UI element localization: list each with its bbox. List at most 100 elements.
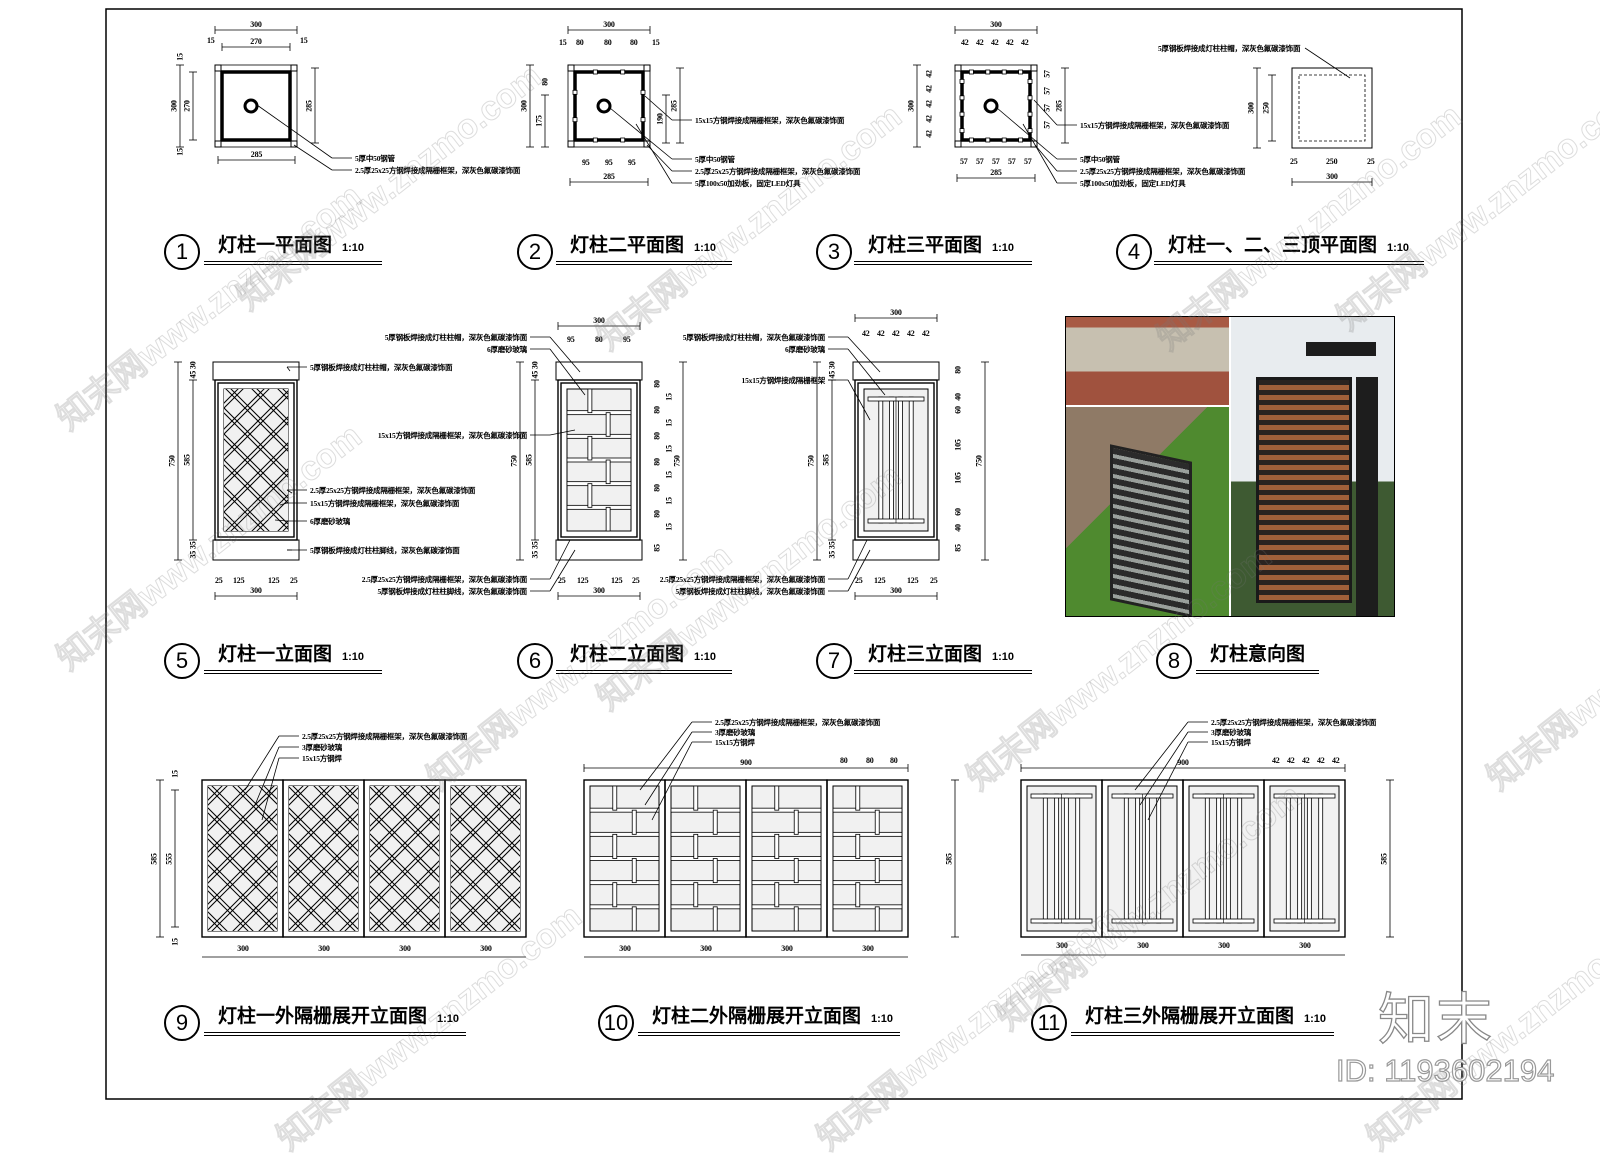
lattice-bar [908, 396, 914, 524]
dimension-text: 57 [992, 157, 1000, 166]
view-number-10: 10 [598, 1005, 634, 1041]
diagonal-lattice [289, 786, 358, 931]
dimension-text: 80 [652, 406, 662, 414]
lattice-bar [407, 383, 561, 537]
leader-line [996, 107, 1058, 160]
lattice-bar [566, 504, 632, 510]
corner-post [954, 64, 962, 72]
annotation-cap: 5厚钢板焊接成灯柱柱帽，深灰色氟碳漆饰面 [384, 333, 527, 342]
dimension-text: 300 [1056, 941, 1068, 950]
dimension-text: 285 [304, 99, 314, 112]
annotation-base: 5厚钢板焊接成灯柱柱脚线，深灰色氟碳漆饰面 [310, 546, 460, 555]
lattice-bar [208, 807, 277, 878]
lattice-bar [670, 880, 741, 886]
dimension-text: 125 [611, 576, 623, 585]
dimension-text: 585 [149, 852, 159, 865]
lattice-bar [587, 483, 593, 508]
corner-post [214, 64, 222, 72]
lattice-bar [889, 396, 894, 524]
dimension-text: 125 [233, 576, 245, 585]
leader-line [549, 539, 571, 580]
lattice-bar [370, 807, 439, 878]
dimension-text: 300 [1326, 172, 1338, 181]
view-title-text: 灯柱二外隔栅展开立面图 [652, 1005, 862, 1027]
lattice-bar [774, 882, 780, 908]
lattice-bar [224, 485, 270, 531]
lattice-bar [292, 786, 358, 852]
dimension-text: 42 [961, 38, 969, 47]
dimension-text: 300 [169, 100, 179, 112]
dimension-text: 585 [182, 454, 192, 466]
lattice-bar [292, 865, 358, 931]
bar-section [969, 69, 974, 75]
lattice-bar [454, 865, 520, 931]
corner-post [643, 140, 651, 148]
dimension-text: 750 [509, 455, 519, 467]
dimension-text: 300 [1299, 941, 1311, 950]
view-scale: 1:10 [694, 242, 717, 254]
lattice-bar [751, 807, 822, 813]
lattice-bar [451, 807, 520, 878]
dimension-text: 85 [953, 544, 963, 552]
lattice-bar [751, 880, 822, 886]
bar-section [969, 137, 974, 143]
lattice-bar [225, 468, 288, 531]
corner-post [643, 64, 651, 72]
view-title-text: 灯柱一外隔栅展开立面图 [218, 1005, 428, 1027]
lattice-bar [774, 833, 780, 859]
view-title-text: 灯柱一立面图 [218, 643, 333, 665]
bar-section [959, 79, 965, 84]
dimension-text: 300 [519, 100, 529, 112]
leader-line [847, 336, 881, 373]
lattice-bar [605, 412, 611, 437]
lattice-bar [1075, 793, 1081, 924]
lattice-bar [670, 856, 741, 861]
lattice-bar [454, 786, 520, 852]
leader-line [644, 731, 693, 806]
frosted-glass [370, 786, 439, 931]
dimension-text: 750 [974, 455, 984, 467]
dimension-text: 25 [855, 576, 863, 585]
dimension-text: 300 [890, 308, 902, 317]
annotation-frame15_short: 15x15方钢焊接成隔栅框架 [741, 376, 826, 385]
dimension-text: 42 [924, 100, 934, 108]
lattice-bar [451, 786, 520, 857]
leader-line [1034, 144, 1058, 172]
bar-section [640, 117, 646, 123]
view-number-1: 1 [164, 234, 200, 270]
lattice-bar [712, 809, 718, 835]
bar-section [572, 117, 578, 123]
lattice-bar [712, 858, 718, 884]
annotation-frame15: 15x15方钢焊接成隔栅框架，深灰色氟碳漆饰面 [695, 116, 845, 125]
lattice-bar [289, 812, 358, 883]
lattice-bar [289, 860, 358, 931]
lattice-bar [751, 856, 822, 861]
lattice-bar [1285, 793, 1291, 924]
dimension-text: 300 [237, 944, 249, 953]
lattice-bar [399, 786, 439, 826]
lattice-bar [832, 856, 903, 861]
lattice-bar [855, 882, 861, 908]
lattice-bar [313, 886, 358, 931]
view-title-8: 灯柱意向图 [1196, 642, 1319, 674]
frosted-glass [451, 786, 520, 931]
dimension-text: 25 [558, 576, 566, 585]
dimension-text: 42 [892, 329, 900, 338]
annotation-cap: 5厚钢板焊接成灯柱柱帽，深灰色氟碳漆饰面 [310, 363, 453, 372]
corner-post [567, 140, 575, 148]
photo-lamp-post [1356, 377, 1378, 616]
bar-section [592, 69, 598, 75]
dimension-text: 25 [632, 576, 640, 585]
leader-line [1022, 123, 1058, 184]
leader-line [1033, 99, 1058, 126]
lattice-bar [399, 891, 439, 931]
dimension-text: 42 [1006, 38, 1014, 47]
lamp-base [555, 539, 643, 561]
dimension-text: 300 [250, 586, 262, 595]
lattice-bar [289, 838, 358, 909]
lattice-bar [208, 812, 277, 883]
dimension-text: 15 [170, 938, 180, 946]
dimension-text: 42 [862, 329, 870, 338]
lattice-bar [282, 389, 288, 395]
